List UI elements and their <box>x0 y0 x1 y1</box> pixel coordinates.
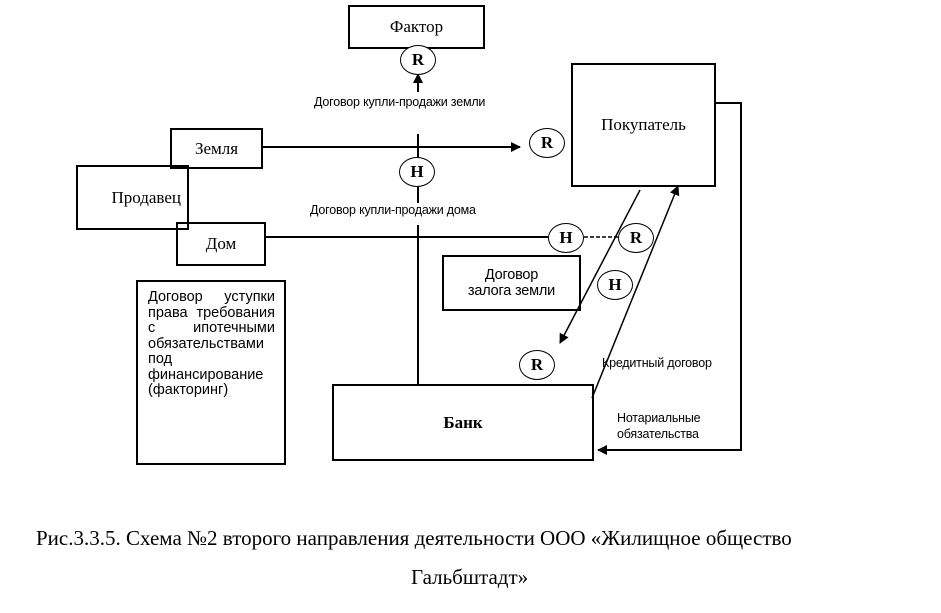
house-node: Дом <box>176 222 266 266</box>
credit-contract-label: Кредитный договор <box>602 356 712 370</box>
figure-caption-line2: Гальбштадт» <box>411 565 529 589</box>
buyer-label: Покупатель <box>601 115 686 134</box>
factoring-line: обязательствами <box>148 335 264 352</box>
factoring-contract-node: Договор уступки права требования с ипоте… <box>136 280 286 465</box>
house-h-marker: H <box>548 223 584 253</box>
notarial-obligations-label-1: Нотариальные <box>617 411 701 425</box>
land-label: Земля <box>194 138 239 158</box>
buyer-node: Покупатель <box>571 63 716 187</box>
land-node: Земля <box>170 128 263 169</box>
bank-r-marker: R <box>519 350 555 380</box>
credit-h-marker: H <box>597 270 633 300</box>
factoring-contract-text: Договор уступки права требования с ипоте… <box>148 289 275 399</box>
factoring-line: Договор уступки <box>148 289 275 305</box>
bank-node: Банк <box>332 384 594 461</box>
figure-caption-line1: Рис.3.3.5. Схема №2 второго направления … <box>36 526 792 550</box>
house-sale-contract-label: Договор купли-продажи дома <box>310 203 476 217</box>
notarial-obligations-line <box>606 102 742 451</box>
notarial-obligations-label-2: обязательства <box>617 427 699 441</box>
seller-node: Продавец <box>76 165 189 230</box>
land-pledge-node: Договор залога земли <box>442 255 581 311</box>
factoring-line: с ипотечными <box>148 320 275 336</box>
factor-label: Фактор <box>389 17 444 36</box>
land-pledge-line1: Договор <box>484 267 539 283</box>
bank-to-buyer-arrow <box>591 185 680 399</box>
factor-node: Фактор <box>348 5 485 49</box>
house-label: Дом <box>205 234 237 253</box>
land-pledge-line2: залога земли <box>467 283 556 299</box>
factoring-line: финансирование <box>148 366 264 383</box>
buyer-r-marker: R <box>529 128 565 158</box>
factor-r-marker: R <box>400 45 436 75</box>
buyer-to-bank-arrow <box>559 189 641 344</box>
land-sale-contract-label: Договор купли-продажи земли <box>314 95 486 109</box>
factoring-line: (факторинг) <box>148 382 229 398</box>
land-h-marker: H <box>399 157 435 187</box>
bank-label: Банк <box>443 412 483 432</box>
factoring-line: под <box>148 351 173 367</box>
seller-label: Продавец <box>111 187 181 207</box>
house-r-marker: R <box>618 223 654 253</box>
factoring-line: права требования <box>148 304 275 321</box>
